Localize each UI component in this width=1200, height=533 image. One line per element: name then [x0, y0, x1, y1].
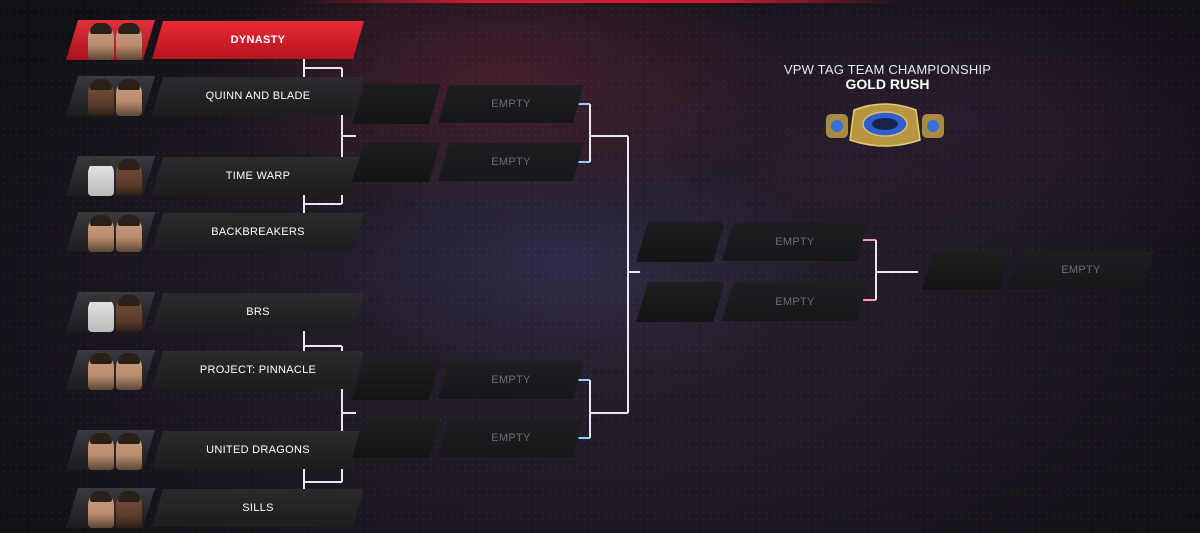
round1-slot[interactable]: TIME WARP [66, 156, 364, 196]
wrestler-portrait-icon [116, 216, 142, 252]
team-name: SILLS [152, 489, 364, 527]
wrestler-portrait-icon [116, 492, 142, 528]
round1-slot[interactable]: UNITED DRAGONS [66, 430, 364, 470]
round1-slot[interactable]: DYNASTY [66, 20, 364, 60]
team-portrait [636, 222, 725, 262]
championship-subtitle: VPW TAG TEAM CHAMPIONSHIP [783, 62, 992, 77]
round2-slot[interactable]: EMPTY [352, 142, 584, 182]
team-name: EMPTY [1008, 251, 1154, 289]
wrestler-portrait-icon [116, 296, 142, 332]
wrestler-portrait-icon [88, 80, 114, 116]
wrestler-portrait-icon [116, 24, 142, 60]
team-portrait [66, 20, 155, 60]
championship-belt-icon [824, 103, 946, 147]
wrestler-portrait-icon [88, 160, 114, 196]
wrestler-portrait-icon [88, 296, 114, 332]
team-name: QUINN AND BLADE [152, 77, 364, 115]
team-portrait [66, 350, 155, 390]
final-slot[interactable]: EMPTY [922, 250, 1154, 290]
round2-slot[interactable]: EMPTY [352, 84, 584, 124]
team-portrait [66, 76, 155, 116]
team-name: EMPTY [438, 361, 584, 399]
wrestler-portrait-icon [116, 434, 142, 470]
round2-slot[interactable]: EMPTY [352, 418, 584, 458]
round1-slot[interactable]: PROJECT: PINNACLE [66, 350, 364, 390]
round3-slot[interactable]: EMPTY [636, 282, 868, 322]
team-portrait [66, 292, 155, 332]
round1-slot[interactable]: SILLS [66, 488, 364, 528]
team-portrait [352, 360, 441, 400]
team-portrait [66, 488, 155, 528]
team-name: BRS [152, 293, 364, 331]
wrestler-portrait-icon [88, 434, 114, 470]
wrestler-portrait-icon [88, 24, 114, 60]
team-name: TIME WARP [152, 157, 364, 195]
round1-slot[interactable]: QUINN AND BLADE [66, 76, 364, 116]
team-name: EMPTY [722, 283, 868, 321]
round2-slot[interactable]: EMPTY [352, 360, 584, 400]
team-portrait [66, 430, 155, 470]
team-name: EMPTY [438, 419, 584, 457]
championship-name: GOLD RUSH [845, 76, 930, 92]
team-name: UNITED DRAGONS [152, 431, 364, 469]
team-name: DYNASTY [152, 21, 364, 59]
team-portrait [352, 142, 441, 182]
wrestler-portrait-icon [116, 354, 142, 390]
team-name: EMPTY [438, 85, 584, 123]
team-portrait [352, 418, 441, 458]
round3-slot[interactable]: EMPTY [636, 222, 868, 262]
team-portrait [66, 156, 155, 196]
round1-slot[interactable]: BRS [66, 292, 364, 332]
team-portrait [636, 282, 725, 322]
team-name: EMPTY [438, 143, 584, 181]
team-portrait [66, 212, 155, 252]
wrestler-portrait-icon [116, 80, 142, 116]
wrestler-portrait-icon [116, 160, 142, 196]
championship-title: VPW TAG TEAM CHAMPIONSHIP GOLD RUSH [770, 62, 1005, 92]
round1-slot[interactable]: BACKBREAKERS [66, 212, 364, 252]
wrestler-portrait-icon [88, 216, 114, 252]
wrestler-portrait-icon [88, 492, 114, 528]
team-name: PROJECT: PINNACLE [152, 351, 364, 389]
top-accent-bar [300, 0, 900, 3]
wrestler-portrait-icon [88, 354, 114, 390]
team-name: BACKBREAKERS [152, 213, 364, 251]
team-name: EMPTY [722, 223, 868, 261]
team-portrait [922, 250, 1011, 290]
team-portrait [352, 84, 441, 124]
